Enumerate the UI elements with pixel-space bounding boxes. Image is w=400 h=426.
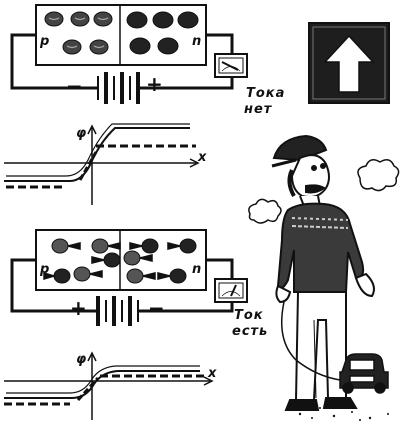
top-pn-junction — [10, 4, 248, 104]
top-graph-y-label: φ — [76, 126, 88, 141]
bottom-potential-graph — [4, 351, 214, 420]
bottom-p-label: p — [40, 262, 51, 277]
bottom-pn-junction — [10, 229, 248, 326]
steam-clouds — [248, 159, 400, 224]
top-battery — [80, 72, 160, 104]
top-p-label: p — [40, 34, 51, 49]
top-meter-caption-1: Тока — [246, 86, 286, 101]
top-battery-left-sign: − — [66, 74, 84, 98]
bottom-graph-x-label: x — [208, 366, 218, 381]
ground-specks — [298, 407, 389, 421]
top-battery-right-sign: + — [146, 72, 164, 96]
bottom-battery-right-sign: − — [148, 296, 166, 320]
top-n-label: n — [192, 34, 203, 49]
bottom-n-label: n — [192, 262, 203, 277]
toy-car — [339, 353, 389, 394]
bottom-meter — [214, 278, 248, 303]
top-meter-caption-2: нет — [244, 102, 273, 117]
top-potential-graph — [4, 123, 200, 205]
top-meter — [214, 53, 248, 78]
bottom-p-carriers — [51, 238, 144, 284]
bottom-meter-caption-2: есть — [232, 324, 269, 339]
bottom-battery — [80, 296, 160, 326]
up-arrow-sign — [308, 22, 390, 104]
man-figure — [271, 134, 375, 411]
bottom-meter-caption-1: Ток — [234, 308, 264, 323]
bottom-graph-y-label: φ — [76, 352, 88, 367]
top-graph-x-label: x — [198, 150, 208, 165]
bottom-battery-left-sign: + — [70, 296, 88, 320]
top-n-carriers — [126, 11, 199, 55]
